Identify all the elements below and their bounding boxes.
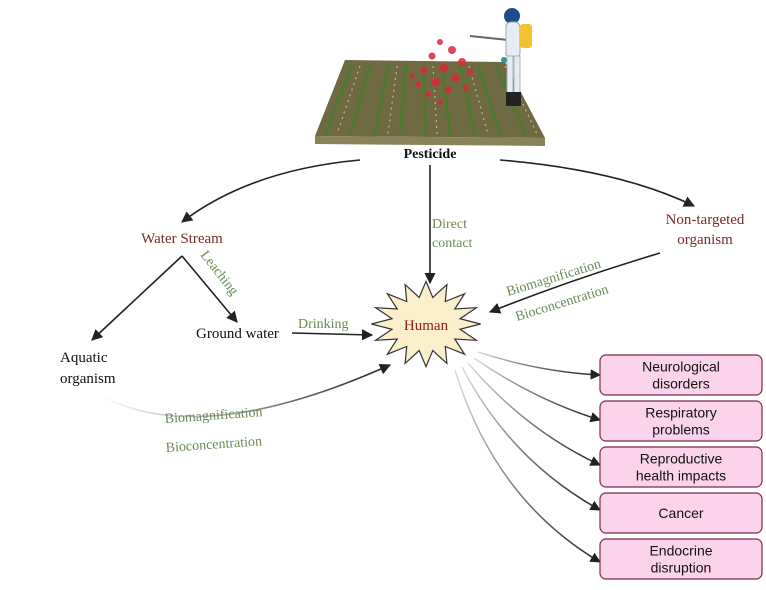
arrow-from-non-targeted xyxy=(488,252,661,314)
non-targeted-line-2: organism xyxy=(677,232,733,248)
effect-5-line-1: Endocrine xyxy=(649,543,712,559)
arrow-to-effect-3 xyxy=(467,362,601,466)
aquatic-line-1: Aquatic xyxy=(60,350,108,366)
effect-4-line-1: Cancer xyxy=(658,505,703,521)
effect-box-3 xyxy=(599,446,763,488)
non-targeted-line-1: Non-targeted xyxy=(666,212,745,228)
biomagnification-bottom-label: Biomagnification xyxy=(164,405,263,427)
arrow-drinking xyxy=(291,329,374,341)
arrow-to-non-targeted xyxy=(499,159,696,207)
aquatic-line-2: organism xyxy=(60,371,116,387)
human-label: Human xyxy=(404,318,449,334)
leaching-label: Leaching xyxy=(197,248,241,298)
drinking-label: Drinking xyxy=(298,317,349,332)
arrow-leaching xyxy=(181,255,238,323)
field-illustration xyxy=(315,8,545,146)
effect-box-1 xyxy=(599,354,763,396)
effect-2-line-1: Respiratory xyxy=(645,405,717,421)
effect-5-line-2: disruption xyxy=(651,560,712,576)
effect-1-line-1: Neurological xyxy=(642,359,720,375)
arrow-to-water-stream xyxy=(181,159,361,223)
arrow-to-effect-1 xyxy=(477,351,602,380)
health-effects: NeurologicaldisordersRespiratoryproblems… xyxy=(599,354,763,580)
direct-contact-line-2: contact xyxy=(432,236,473,251)
human-starburst xyxy=(371,279,481,369)
effect-box-2 xyxy=(599,400,763,442)
effect-3-line-2: health impacts xyxy=(636,468,726,484)
arrow-to-aquatic xyxy=(91,255,183,341)
arrow-to-effect-2 xyxy=(473,357,602,423)
effect-2-line-2: problems xyxy=(652,422,710,438)
water-stream-label: Water Stream xyxy=(141,231,223,247)
effect-3-line-1: Reproductive xyxy=(640,451,723,467)
ground-water-label: Ground water xyxy=(196,326,279,342)
effect-1-line-2: disorders xyxy=(652,376,710,392)
arrow-to-effect-5 xyxy=(454,369,601,563)
pesticide-label: Pesticide xyxy=(404,147,457,162)
bioconcentration-bottom-label: Bioconcentration xyxy=(165,434,262,456)
arrow-aquatic-to-human xyxy=(99,364,392,418)
farmer-sprayer-icon xyxy=(469,8,532,106)
direct-contact-line-1: Direct xyxy=(432,217,467,232)
effect-box-4 xyxy=(599,492,763,534)
effect-box-5 xyxy=(599,538,763,580)
arrow-to-effect-4 xyxy=(461,366,601,511)
